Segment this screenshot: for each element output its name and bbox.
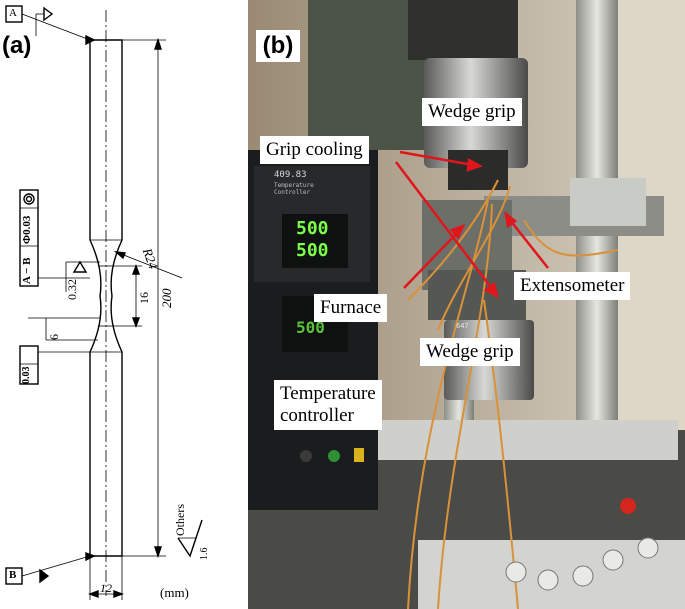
machine-model-label: 647 [456,322,469,330]
callout-wedge-grip-bottom: Wedge grip [420,338,520,366]
specimen-drawing [5,5,203,600]
callout-temperature-controller: Temperature controller [274,380,382,430]
lcd-set-value: 500 [296,240,329,261]
callout-grip-cooling: Grip cooling [260,136,369,164]
datum-b-label: B [9,569,17,581]
gauge-length-dimension: 16 [137,292,151,304]
tolerance-0-32: 0.32 [65,279,79,300]
others-note: Others [173,504,187,536]
panel-a-label: (a) [2,32,32,59]
controller-subtitle: Temperature Controller [274,182,314,196]
callout-furnace: Furnace [314,294,388,322]
thickness-dimension: 6 [47,334,61,340]
controller-header: 409.83 [274,170,307,180]
callout-temperature-controller-line1: Temperature [280,383,376,404]
extensometer-body [570,178,646,226]
total-length-dimension: 200 [159,288,174,309]
coaxiality-tolerance: Φ0.03 [21,215,33,244]
roughness-value: 1.6 [199,547,210,561]
lcd-second-value: 500 [296,318,325,337]
flatness-tolerance: 0.03 [21,366,32,385]
datum-a-label: A [9,7,17,19]
callout-temperature-controller-line2: controller [280,404,354,426]
lcd-process-value: 500 [296,218,329,239]
coaxiality-datum-ref: A − B [21,257,33,284]
callout-wedge-grip-top: Wedge grip [422,98,522,126]
panel-b-label: (b) [256,30,300,62]
units-label: (mm) [160,585,189,600]
width-dimension: 12 [100,581,112,595]
technical-drawing-panel: (a) A B Φ0.03 A − B 0.32 R24 16 200 6 0.… [0,0,248,609]
callout-extensometer: Extensometer [514,272,631,300]
test-setup-photo: (b) 409.83 Temperature Controller 500 50… [248,0,685,609]
